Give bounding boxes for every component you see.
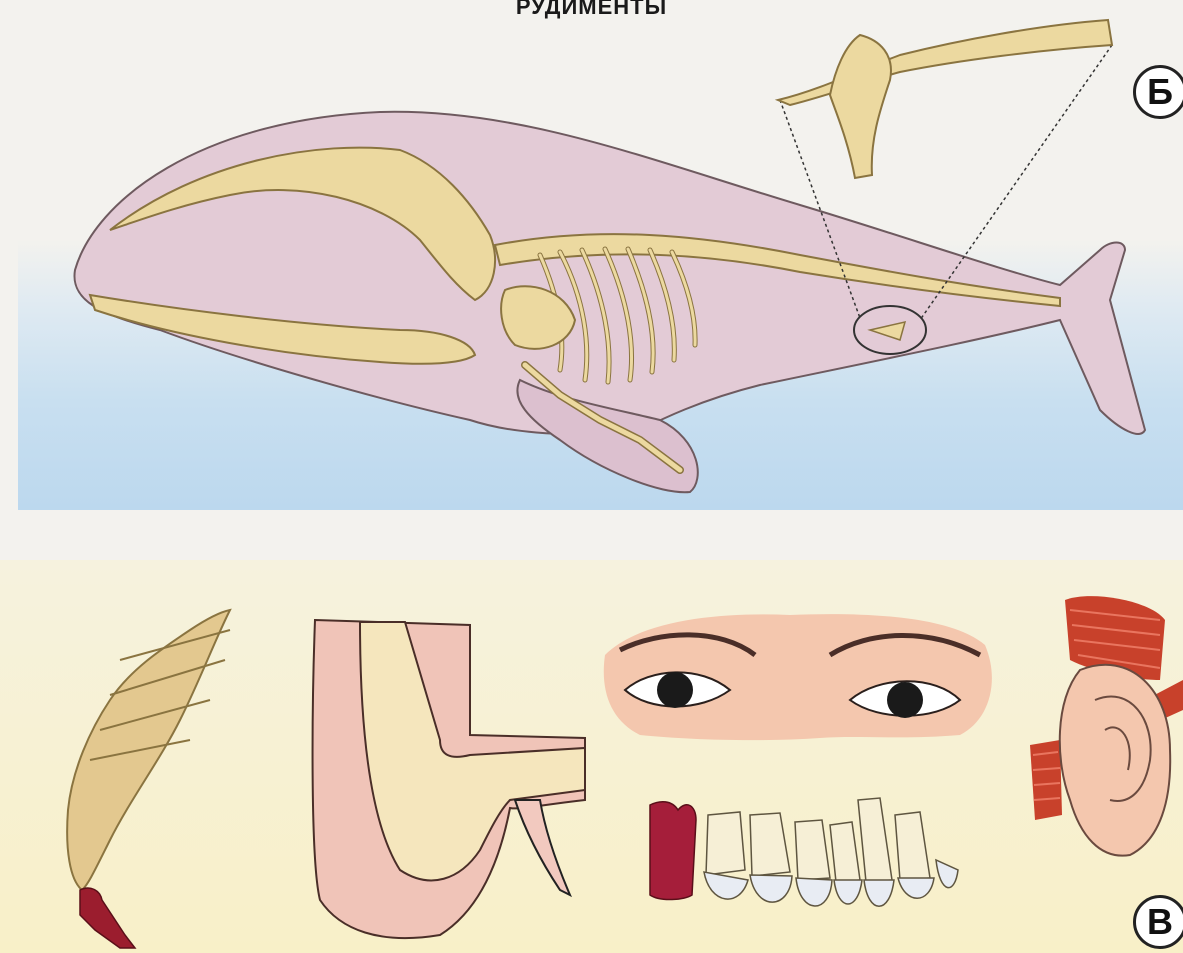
ear-auricle (1060, 665, 1170, 856)
whale-body (74, 112, 1145, 434)
coccyx-tip (80, 888, 135, 948)
wisdom-tooth (650, 802, 696, 900)
pelvis-detail (778, 20, 1112, 178)
appendix-tail (515, 800, 570, 895)
eyes (604, 614, 992, 740)
teeth (650, 798, 958, 906)
whale (74, 45, 1145, 492)
label-v: В (1133, 895, 1183, 949)
label-b: Б (1133, 65, 1183, 119)
coccyx (67, 610, 230, 948)
ear (1030, 596, 1183, 856)
appendix (313, 620, 585, 938)
